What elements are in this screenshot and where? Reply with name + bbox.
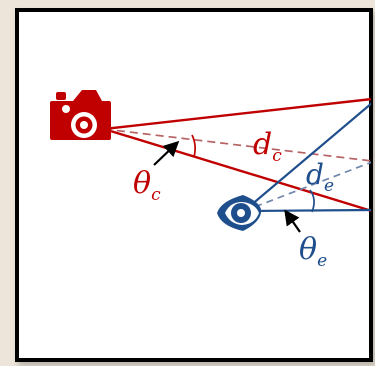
camera-lower-ray	[103, 127, 371, 212]
camera-distance-label: dc	[253, 127, 282, 166]
diagram-content: dc de θc θe	[50, 90, 371, 271]
eye-lower-ray	[243, 208, 371, 213]
camera-upper-ray	[103, 97, 371, 131]
camera-rays	[103, 97, 371, 212]
eye-icon	[217, 195, 262, 231]
camera-icon	[50, 90, 111, 140]
eye-rays	[243, 102, 371, 213]
eye-angle-label: θe	[299, 232, 327, 271]
eye-angle-arc	[309, 189, 315, 213]
camera-distance-line	[103, 128, 371, 162]
camera-angle-arc	[191, 134, 196, 158]
camera-angle-pointer	[153, 140, 180, 166]
eye-upper-ray	[243, 102, 371, 212]
eye-angle-pointer	[284, 209, 301, 233]
eye-distance-label: de	[306, 158, 334, 196]
camera-angle-label: θc	[133, 166, 161, 205]
eye-distance-line	[243, 161, 371, 212]
